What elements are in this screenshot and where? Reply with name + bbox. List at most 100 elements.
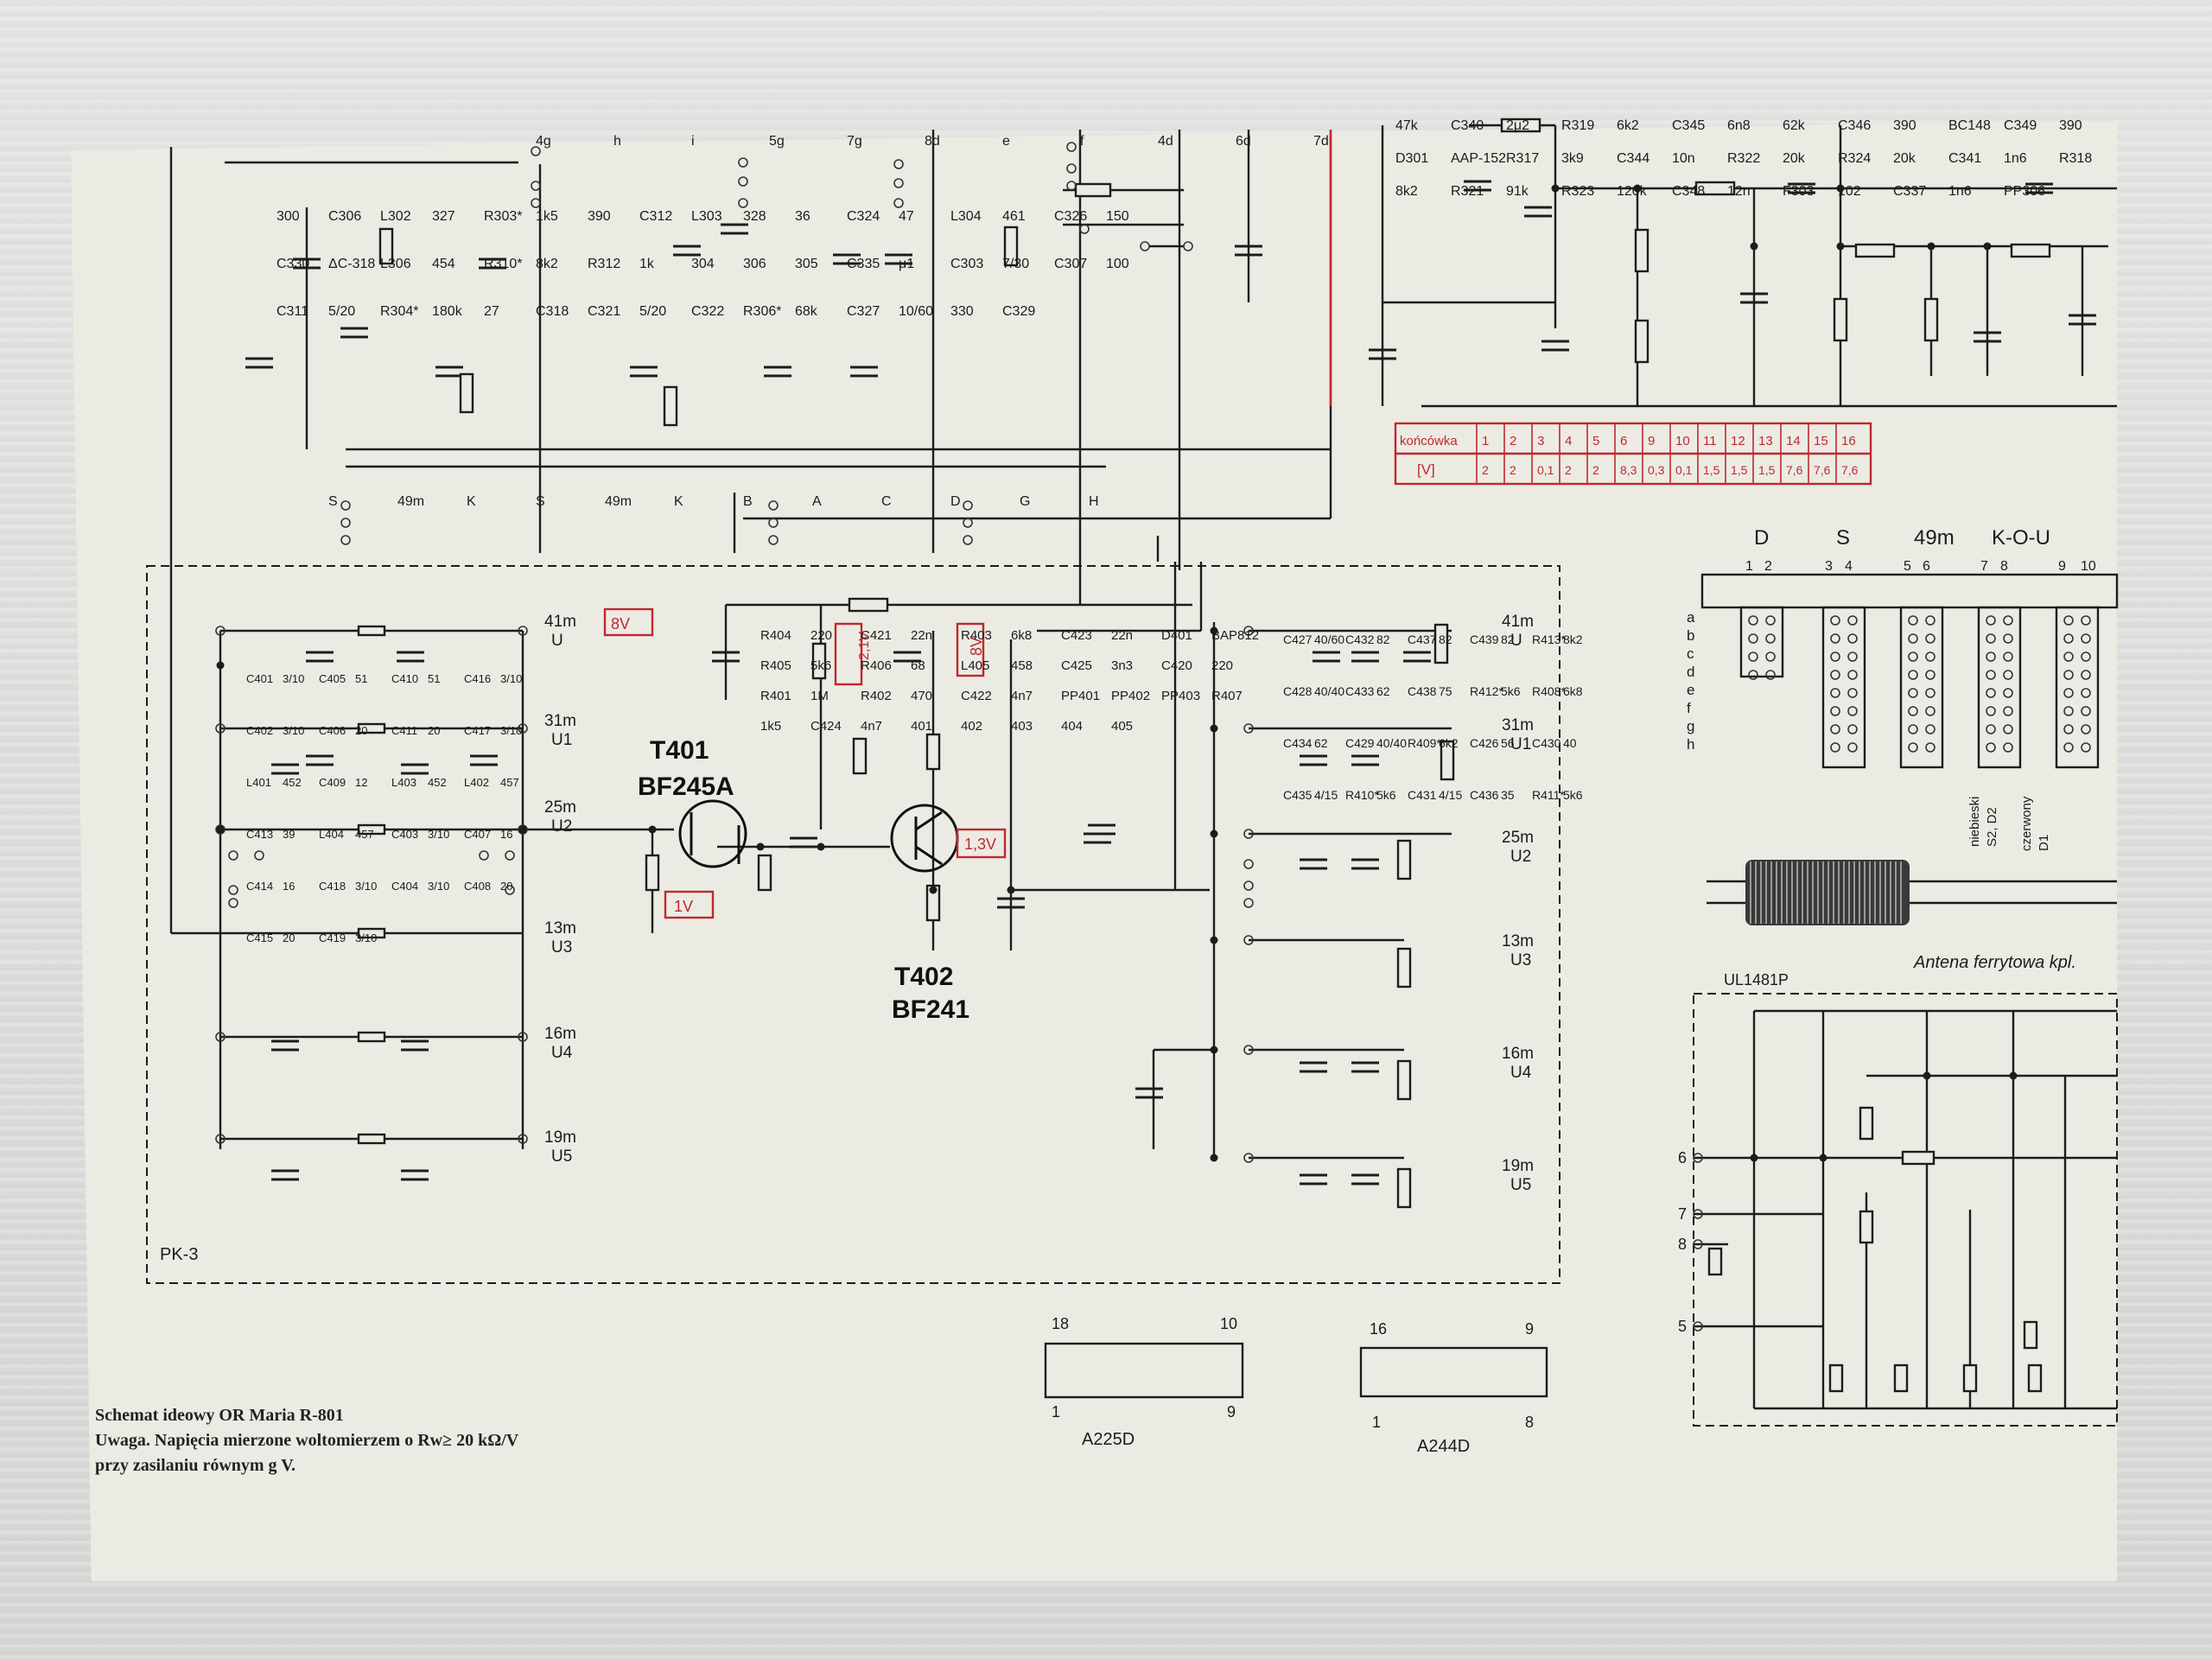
capacitor: [306, 651, 334, 663]
component-label: 20: [355, 724, 367, 737]
component-label: 5k6: [1563, 788, 1583, 802]
component-label: C434: [1283, 736, 1313, 750]
component-label: 1k: [639, 257, 655, 271]
capacitor: [1300, 858, 1327, 870]
transistor-symbols: [678, 799, 959, 873]
pin-table-header: końcówka: [1400, 434, 1458, 448]
pin-table-voltage: 2: [1592, 463, 1599, 477]
component-label: 5k6: [810, 658, 831, 673]
capacitor: [1313, 651, 1340, 663]
capacitor: [997, 897, 1025, 909]
component-label: C418: [319, 880, 346, 893]
resistor: [848, 597, 889, 613]
terminal: [215, 1032, 226, 1042]
component-label: C406: [319, 724, 346, 737]
resistor: [1634, 319, 1649, 364]
junction: [1750, 242, 1758, 251]
ic-pin: 18: [1052, 1315, 1069, 1332]
component-label: R411*: [1532, 788, 1565, 802]
component-label: 1k5: [760, 719, 781, 734]
junction: [1923, 1071, 1931, 1080]
component-label: C346: [1838, 118, 1871, 133]
switch-contact: [1925, 742, 1936, 753]
terminal: [738, 157, 748, 168]
terminal: [1066, 181, 1077, 191]
resistor: [357, 927, 386, 939]
component-label: C427: [1283, 632, 1313, 646]
switch-contact: [1925, 688, 1936, 698]
capacitor: [1351, 858, 1379, 870]
capacitor: [1300, 1061, 1327, 1073]
junction: [1750, 1154, 1758, 1162]
terminal: [518, 824, 528, 835]
resistor: [1833, 297, 1848, 342]
antenna-wire-label: czerwony: [2019, 796, 2034, 851]
component-label: C322: [691, 304, 724, 319]
component-label: 327: [432, 209, 455, 224]
pin-table-voltage: 7,6: [1786, 463, 1803, 477]
resistor: [2027, 1363, 2043, 1393]
component-label: 4n7: [1011, 689, 1033, 703]
component-label: D301: [1395, 151, 1428, 166]
switch-contact: [2063, 670, 2074, 680]
capacitor: [435, 365, 463, 378]
component-label: 330: [950, 304, 974, 319]
component-label: ΔC-318: [328, 257, 375, 271]
terminal: [479, 850, 489, 861]
capacitor: [1351, 754, 1379, 766]
component-label: C401: [246, 672, 273, 685]
capacitor: [712, 651, 740, 663]
switch-contact: [1925, 633, 1936, 644]
component-label: L303: [691, 209, 722, 224]
band-label: 16m: [544, 1025, 576, 1043]
band-label-code: U1: [1510, 735, 1531, 753]
component-label: C429: [1345, 736, 1375, 750]
component-label: 4g: [536, 134, 551, 149]
pin-table-voltage: 1,5: [1703, 463, 1720, 477]
band-label: 13m: [544, 919, 576, 938]
terminal: [893, 178, 904, 188]
component-label: 8k2: [1563, 632, 1583, 646]
component-label: 1n6: [1948, 184, 1972, 199]
switch-contact: [1765, 615, 1776, 626]
capacitor: [1369, 348, 1396, 360]
terminal: [738, 198, 748, 208]
component-label: 36: [795, 209, 810, 224]
ic-pin: 10: [1220, 1315, 1237, 1332]
band-label-code: U: [551, 632, 563, 650]
caption-title: Schemat ideowy OR Maria R-801: [95, 1406, 344, 1425]
terminal: [1693, 1209, 1703, 1219]
component-label: R319: [1561, 118, 1594, 133]
terminal: [215, 626, 226, 636]
component-label: 2μ2: [1506, 118, 1529, 133]
terminal: [531, 198, 541, 208]
component-label: 3/10: [500, 672, 522, 685]
component-label: C417: [464, 724, 491, 737]
component-label: 300: [276, 209, 300, 224]
component-label: 180k: [432, 304, 463, 319]
switch-contact: [1908, 742, 1918, 753]
resistor: [663, 385, 678, 427]
switch-contact: [2063, 688, 2074, 698]
pin-table-voltage-label: [V]: [1417, 461, 1435, 478]
ul1481p-pin: 5: [1678, 1318, 1687, 1335]
component-label: R405: [760, 658, 791, 673]
component-label: C414: [246, 880, 273, 893]
pin-table-voltage: 8,3: [1620, 463, 1637, 477]
switch-number: 8: [2000, 559, 2008, 574]
pin-table-pin: 2: [1510, 434, 1516, 448]
component-label: R303*: [484, 209, 522, 224]
red-annotations: [603, 130, 1872, 919]
pin-table-voltage: 0,3: [1648, 463, 1665, 477]
component-label: C327: [847, 304, 880, 319]
terminal: [893, 159, 904, 169]
capacitor: [1351, 1061, 1379, 1073]
component-label: 8k2: [536, 257, 558, 271]
component-label: 35: [1501, 788, 1515, 802]
component-label: 62k: [1783, 118, 1806, 133]
component-label: 4/15: [1439, 788, 1462, 802]
component-label: R412*: [1470, 684, 1503, 698]
component-label: A: [812, 494, 822, 509]
resistor: [2023, 1320, 2038, 1350]
switch-contact: [2003, 706, 2013, 716]
